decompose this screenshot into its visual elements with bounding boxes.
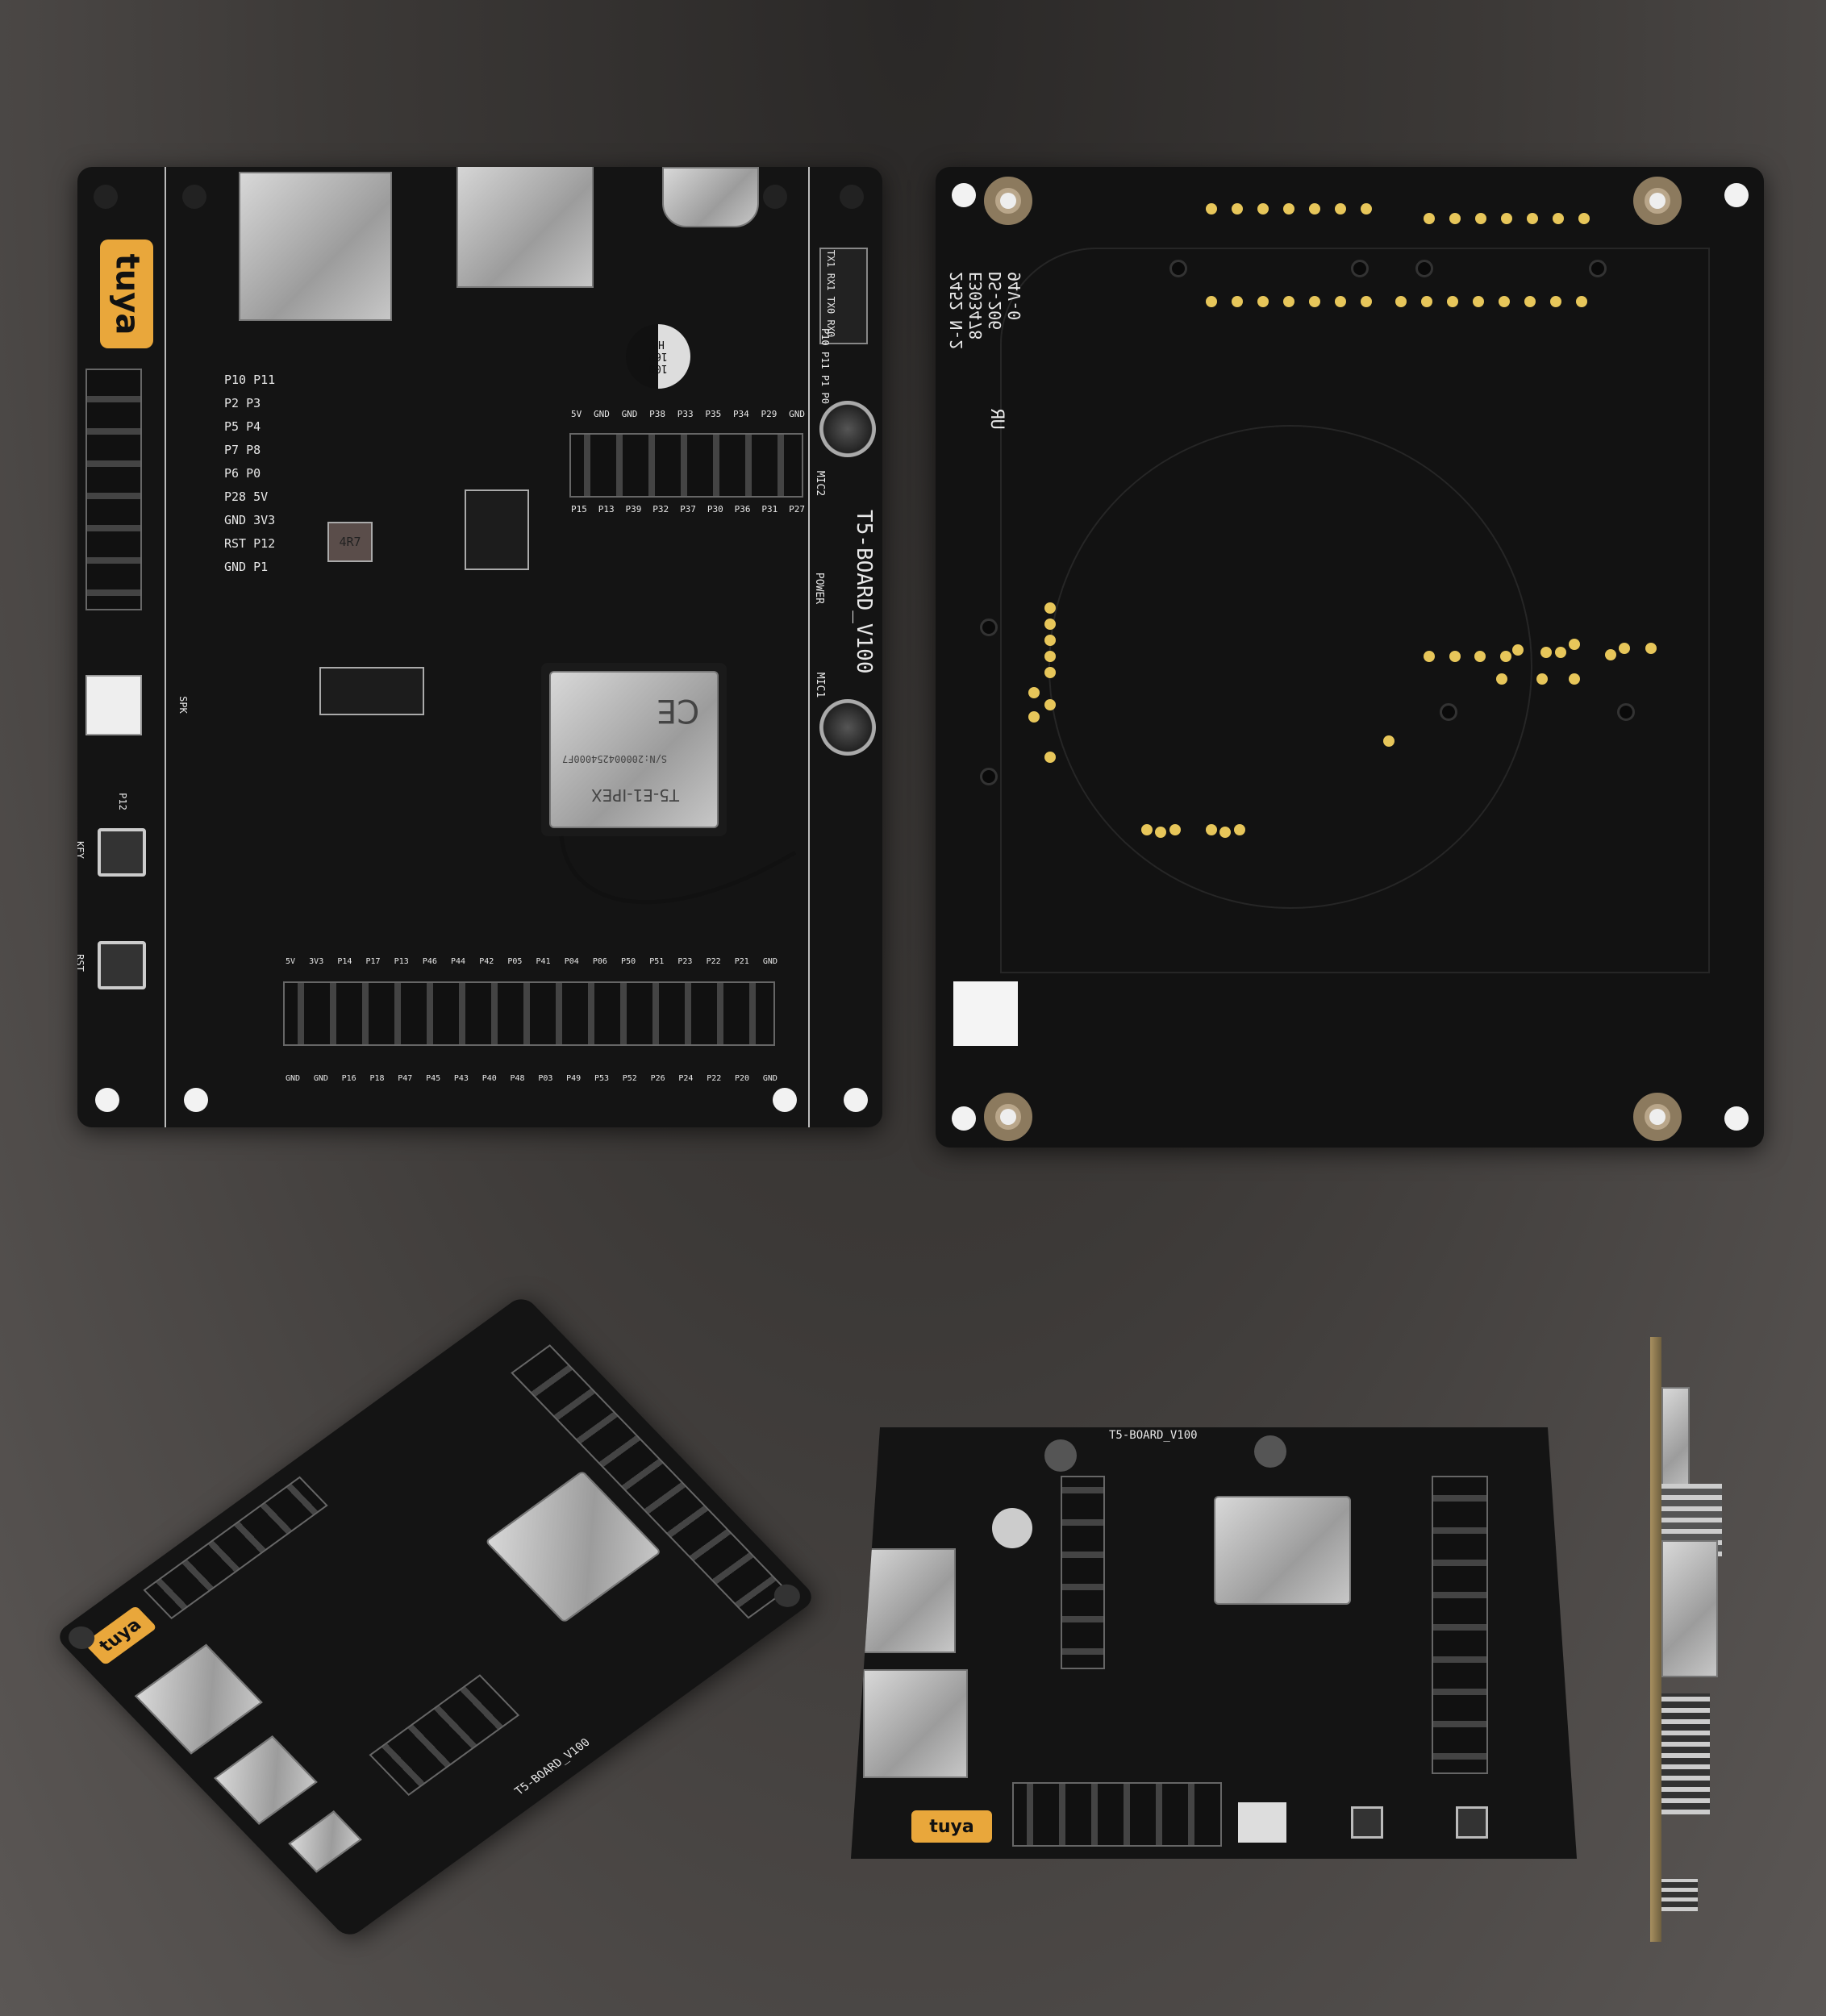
solder-pad — [1645, 643, 1657, 654]
top-header-bottom-labels: P15 P13 P39 P32 P37 P30 P36 P31 P27 — [571, 504, 805, 514]
solder-pad — [1536, 673, 1548, 685]
dip-switch[interactable] — [819, 248, 868, 344]
solder-pad — [1044, 619, 1056, 630]
antenna-cable — [559, 835, 797, 905]
solder-pad — [1309, 296, 1320, 307]
microphone-2 — [819, 401, 876, 457]
solder-pad — [1421, 296, 1432, 307]
top-header-labels: 5V GND GND P38 P33 P35 P34 P29 GND — [571, 409, 805, 419]
usb-a-port — [456, 167, 594, 288]
solder-pad — [1257, 296, 1269, 307]
mount-hole — [95, 1088, 119, 1112]
solder-pad — [1424, 213, 1435, 224]
solder-pad — [1155, 827, 1166, 838]
solder-pad — [1424, 651, 1435, 662]
solder-pad — [1232, 203, 1243, 215]
wifi-module — [1214, 1496, 1351, 1605]
solder-pad — [1501, 213, 1512, 224]
solder-pad — [1474, 651, 1486, 662]
microphone-1 — [819, 699, 876, 756]
bottom-header-bottom-labels: GND GND P16 P18 P47 P45 P43 P40 P48 P03 … — [286, 1074, 778, 1083]
solder-pad — [1500, 651, 1511, 662]
module-outline — [165, 167, 810, 1127]
solder-pad — [1206, 296, 1217, 307]
tuya-logo: tuya — [100, 240, 153, 348]
usb-c-port — [662, 167, 759, 227]
solder-pad — [1527, 213, 1538, 224]
tuya-logo: tuya — [911, 1810, 992, 1843]
bottom-header-top-labels: 5V 3V3 P14 P17 P13 P46 P44 P42 P05 P41 P… — [286, 957, 778, 966]
solder-pad — [1540, 647, 1552, 658]
white-label — [953, 981, 1018, 1046]
solder-pad — [1028, 711, 1040, 723]
solder-pad — [1361, 203, 1372, 215]
solder-pad — [1044, 699, 1056, 710]
solder-pad — [1499, 296, 1510, 307]
solder-pad — [1044, 752, 1056, 763]
capacitor — [992, 1508, 1032, 1548]
solder-pad — [1553, 213, 1564, 224]
audio-amp-chip — [319, 667, 424, 715]
solder-pad — [1447, 296, 1458, 307]
solder-pad — [1044, 651, 1056, 662]
mount-hole — [984, 177, 1032, 225]
solder-pad — [1309, 203, 1320, 215]
solder-pad — [1449, 213, 1461, 224]
top-pin-header — [569, 433, 803, 498]
solder-pad — [1335, 203, 1346, 215]
front-board: tuya 100 16V HA TX1 RX1 TX0 RX0 P10 P11 … — [77, 167, 882, 1127]
solder-pad — [1219, 827, 1231, 838]
inductor: 4R7 — [327, 522, 373, 562]
solder-pad — [1257, 203, 1269, 215]
solder-pad — [1496, 673, 1507, 685]
board-name: T5-BOARD_V100 — [852, 510, 876, 674]
key-button[interactable] — [98, 828, 146, 877]
left-pin-header — [85, 369, 142, 610]
solder-pad — [1283, 203, 1294, 215]
solder-pad — [1206, 203, 1217, 215]
solder-pad — [1569, 673, 1580, 685]
solder-pad — [1449, 651, 1461, 662]
solder-pad — [1383, 735, 1395, 747]
solder-pad — [1619, 643, 1630, 654]
solder-pad — [1169, 824, 1181, 835]
solder-pad — [1578, 213, 1590, 224]
solder-pad — [1283, 296, 1294, 307]
solder-pad — [1524, 296, 1536, 307]
solder-pad — [1512, 644, 1524, 656]
reset-button[interactable] — [98, 941, 146, 989]
solder-pad — [1044, 602, 1056, 614]
capacitor: 100 16V HA — [626, 324, 690, 389]
sd-card-slot — [239, 172, 392, 321]
solder-pad — [1028, 687, 1040, 698]
back-board: 94V-0 DS-206 E303478 2452 N-2 ЯU — [936, 167, 1764, 1148]
side-view-board — [1650, 1337, 1661, 1942]
left-header-labels: P10 P11 P2 P3 P5 P4 P7 P8 P6 P0 P28 5V G… — [224, 373, 276, 574]
solder-pad — [1206, 824, 1217, 835]
flash-chip — [465, 489, 529, 570]
solder-pad — [1044, 667, 1056, 678]
speaker-connector — [85, 675, 142, 735]
wifi-module: CE S/N:200004254000F7 T5-E1-IPEX — [541, 663, 727, 836]
solder-pad — [1605, 649, 1616, 660]
solder-pad — [1555, 647, 1566, 658]
solder-pad — [1576, 296, 1587, 307]
solder-pad — [1550, 296, 1561, 307]
solder-pad — [1232, 296, 1243, 307]
solder-pad — [1473, 296, 1484, 307]
bottom-pin-header — [283, 981, 775, 1046]
solder-pad — [1395, 296, 1407, 307]
ul-mark: ЯU — [986, 408, 1007, 430]
solder-pad — [1569, 639, 1580, 650]
solder-pad — [1044, 635, 1056, 646]
solder-pad — [1335, 296, 1346, 307]
solder-pad — [1234, 824, 1245, 835]
solder-pad — [1141, 824, 1153, 835]
perspective-board: T5-BOARD_V100 tuya — [851, 1427, 1577, 1859]
solder-pad — [1361, 296, 1372, 307]
back-markings: 94V-0 DS-206 E303478 2452 N-2 — [947, 272, 1024, 350]
angled-board: tuya T5-BOARD_V100 — [53, 1293, 818, 1940]
solder-pad — [1475, 213, 1486, 224]
